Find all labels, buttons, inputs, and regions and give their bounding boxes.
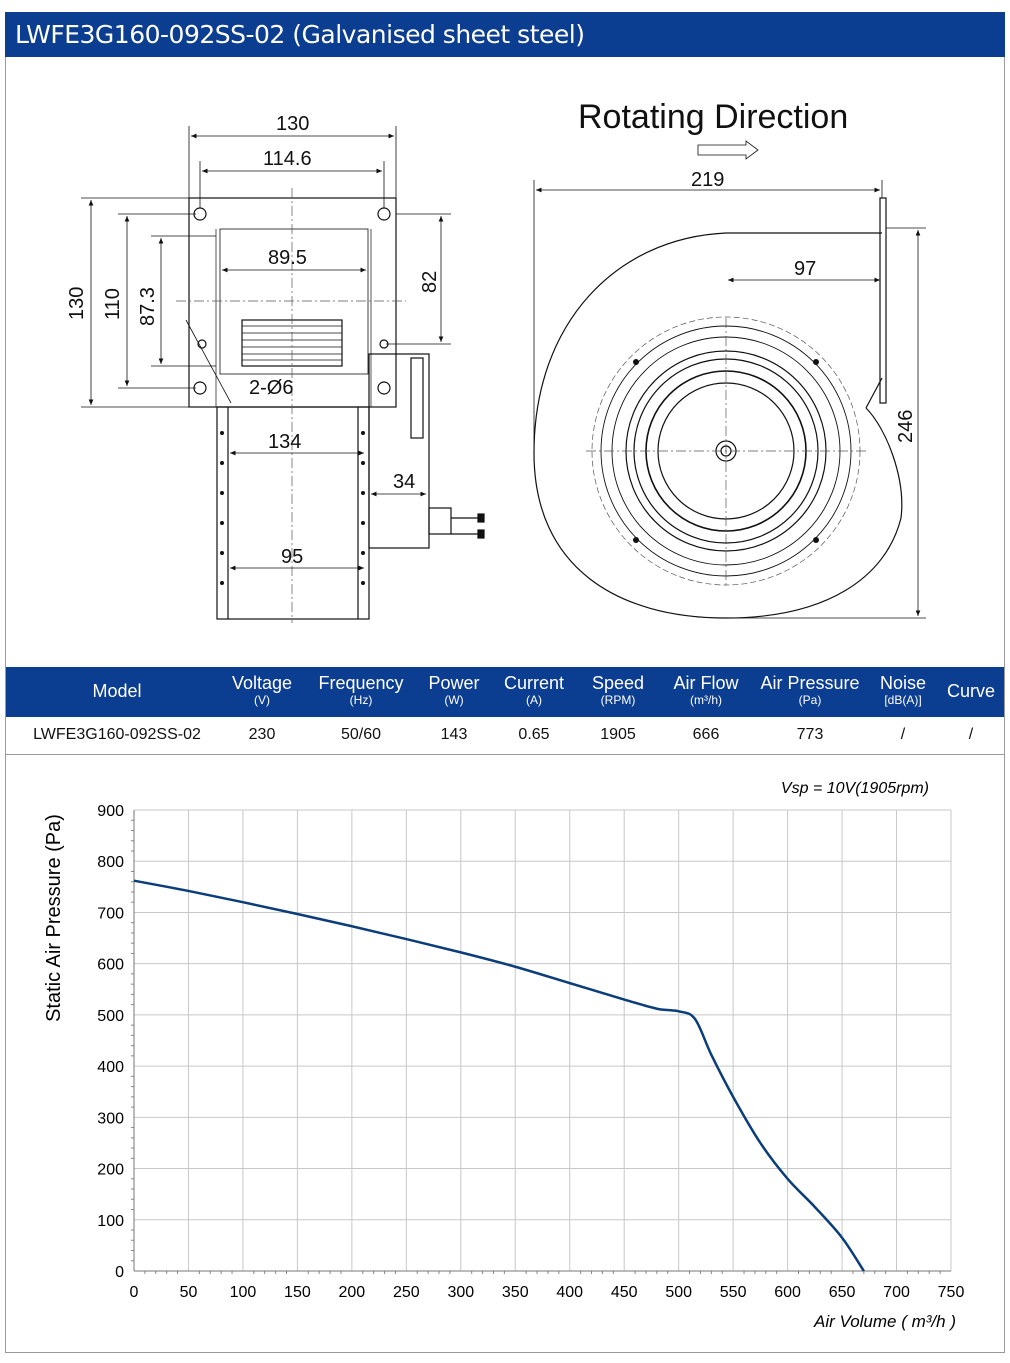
y-tick-labels: 0 100 200 300 400 500 600 700 800 900 <box>97 803 124 1281</box>
dim-130-top: 130 <box>276 113 309 135</box>
spec-table-row: LWFE3G160-092SS-02 230 50/60 143 0.65 19… <box>6 717 1004 755</box>
pressure-curve <box>133 879 865 1272</box>
x-tick-label: 450 <box>611 1284 638 1301</box>
x-tick-label: 700 <box>883 1284 910 1301</box>
x-tick-label: 550 <box>720 1284 747 1301</box>
cell-current: 0.65 <box>518 726 550 743</box>
dim-87-3: 87.3 <box>137 287 159 326</box>
x-tick-label: 750 <box>938 1284 965 1301</box>
dim-97: 97 <box>794 258 816 280</box>
dim-246: 246 <box>895 410 917 443</box>
header-air-pressure: Air Pressure(Pa) <box>760 673 860 707</box>
rotating-direction-label: Rotating Direction <box>578 98 848 136</box>
y-tick-label: 700 <box>97 905 124 922</box>
y-tick-label: 100 <box>97 1213 124 1230</box>
y-tick-label: 300 <box>97 1110 124 1127</box>
cell-speed: 1905 <box>600 726 636 743</box>
cell-model: LWFE3G160-092SS-02 <box>33 726 201 743</box>
technical-drawing: 130 114.6 89.5 134 34 95 2-Ø6 219 97 130… <box>66 98 926 623</box>
dim-130-left: 130 <box>66 287 88 320</box>
y-tick-label: 800 <box>97 854 124 871</box>
header-speed: Speed(RPM) <box>591 673 645 707</box>
x-tick-label: 50 <box>180 1284 198 1301</box>
page-title: LWFE3G160-092SS-02 (Galvanised sheet ste… <box>15 20 585 49</box>
header-frequency: Frequency(Hz) <box>318 673 404 707</box>
dim-2-06: 2-Ø6 <box>249 377 293 399</box>
dim-89-5: 89.5 <box>268 247 307 269</box>
dim-110: 110 <box>102 288 124 320</box>
y-tick-label: 500 <box>97 1008 124 1025</box>
chart-grid <box>131 809 952 1274</box>
x-tick-label: 650 <box>829 1284 856 1301</box>
x-tick-label: 500 <box>665 1284 692 1301</box>
y-tick-label: 400 <box>97 1059 124 1076</box>
cell-air-pressure: 773 <box>796 726 824 743</box>
x-tick-label: 200 <box>339 1284 366 1301</box>
header-model: Model <box>92 681 142 701</box>
cell-noise: / <box>900 726 906 743</box>
x-tick-label: 400 <box>556 1284 583 1301</box>
header-current: Current(A) <box>503 673 565 707</box>
y-axis-label: Static Air Pressure (Pa) <box>43 814 65 1022</box>
header-air-flow: Air Flow(m³/h) <box>673 673 739 707</box>
x-tick-label: 300 <box>447 1284 474 1301</box>
x-tick-label: 100 <box>230 1284 257 1301</box>
dim-114-6: 114.6 <box>263 148 312 170</box>
dim-95: 95 <box>281 546 303 568</box>
title-bar: LWFE3G160-092SS-02 (Galvanised sheet ste… <box>5 12 1005 57</box>
x-tick-labels: 0 50 100 150 200 250 300 350 400 450 500 550 600 650 7… <box>130 1284 965 1301</box>
y-tick-label: 0 <box>115 1264 124 1281</box>
x-tick-label: 0 <box>130 1284 139 1301</box>
x-tick-label: 350 <box>502 1284 529 1301</box>
chart-annotation: Vsp = 10V(1905rpm) <box>781 780 929 797</box>
dim-82: 82 <box>419 271 441 293</box>
x-tick-label: 250 <box>393 1284 420 1301</box>
header-power: Power(W) <box>428 673 480 707</box>
header-noise: Noise[dB(A)] <box>879 673 927 707</box>
header-curve: Curve <box>946 681 995 701</box>
dim-34: 34 <box>393 471 415 493</box>
cell-frequency: 50/60 <box>340 726 382 743</box>
cell-air-flow: 666 <box>692 726 720 743</box>
dim-219: 219 <box>691 169 724 191</box>
cell-voltage: 230 <box>248 726 276 743</box>
y-tick-label: 200 <box>97 1162 124 1179</box>
performance-chart: 0 50 100 150 200 250 300 350 400 450 500 550 600 650 7… <box>43 780 965 1331</box>
cell-curve: / <box>968 726 974 743</box>
y-tick-label: 900 <box>97 803 124 820</box>
y-tick-label: 600 <box>97 957 124 974</box>
cell-power: 143 <box>440 726 468 743</box>
x-tick-label: 150 <box>284 1284 311 1301</box>
header-voltage: Voltage(V) <box>231 673 293 707</box>
spec-table-header: Model Voltage(V) Frequency(Hz) Power(W) … <box>6 667 1004 717</box>
dim-134: 134 <box>268 431 301 453</box>
x-axis-label: Air Volume ( m³/h ) <box>813 1312 956 1331</box>
x-tick-label: 600 <box>774 1284 801 1301</box>
